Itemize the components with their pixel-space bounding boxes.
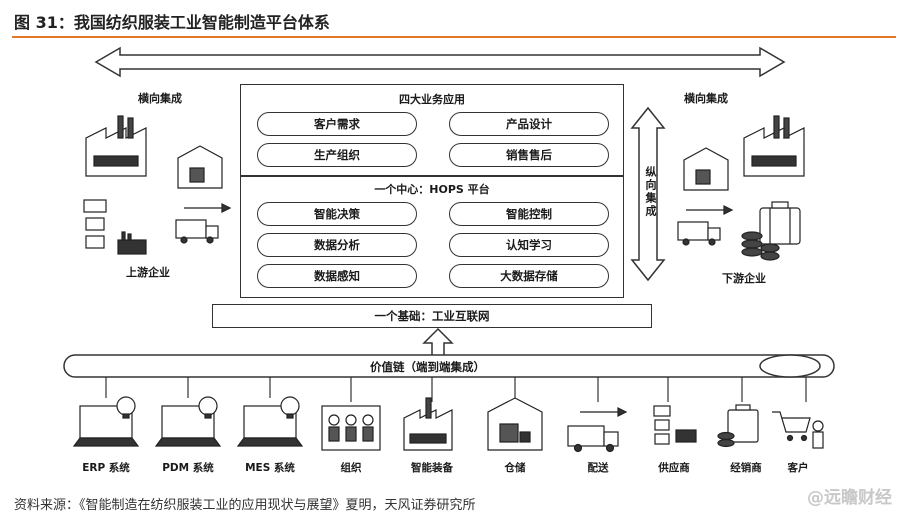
vertical-integration-label: 纵向集成 [644, 166, 657, 218]
value-chain-item-organization: 组织 [340, 462, 362, 474]
mes-computer-icon [236, 396, 304, 447]
watermark: @远瞻财经 [807, 488, 892, 508]
truck-icon [175, 203, 232, 244]
hops-intelligent-decision: 智能决策 [257, 202, 417, 226]
hops-platform-title: 一个中心：HOPS 平台 [374, 183, 490, 196]
app-product-design: 产品设计 [449, 112, 609, 136]
value-chain-banner [63, 354, 835, 378]
smart-equipment-factory-icon [403, 397, 453, 451]
value-chain-item-mes: MES 系统 [245, 462, 295, 474]
hops-platform-box: 一个中心：HOPS 平台 智能决策 智能控制 数据分析 认知学习 数据感知 大数… [240, 176, 624, 298]
value-chain-item-pdm: PDM 系统 [162, 462, 214, 474]
app-sales-after-service: 销售售后 [449, 143, 609, 167]
organization-people-icon [321, 405, 381, 451]
supplier-icon [653, 405, 697, 445]
value-chain-item-delivery: 配送 [587, 462, 609, 474]
downstream-enterprise-label: 下游企业 [722, 272, 766, 285]
small-factory-icon [117, 231, 147, 255]
coins-icon [741, 231, 780, 261]
value-chain-item-warehouse: 仓储 [504, 462, 526, 474]
value-chain-item-erp: ERP 系统 [82, 462, 130, 474]
hops-big-data-storage: 大数据存储 [449, 264, 609, 288]
value-chain-item-smart-equipment: 智能装备 [411, 462, 453, 474]
factory-icon [743, 115, 805, 177]
value-chain-item-supplier: 供应商 [658, 462, 690, 474]
factory-icon [85, 115, 147, 177]
vertical-integration-arrow [630, 106, 666, 282]
truck-icon [677, 205, 734, 246]
app-customer-demand: 客户需求 [257, 112, 417, 136]
warehouse-storage-icon [487, 397, 543, 451]
value-chain-item-dealer: 经销商 [730, 462, 762, 474]
up-arrow [422, 327, 454, 357]
title-rule [12, 36, 896, 38]
value-chain-item-customer: 客户 [787, 462, 809, 474]
hops-cognitive-learning: 认知学习 [449, 233, 609, 257]
app-production-organization: 生产组织 [257, 143, 417, 167]
business-applications-title: 四大业务应用 [399, 93, 465, 106]
horizontal-integration-arrow [94, 46, 786, 78]
hops-data-analysis: 数据分析 [257, 233, 417, 257]
erp-computer-icon [72, 396, 140, 447]
luggage-icon [759, 201, 801, 245]
hops-intelligent-control: 智能控制 [449, 202, 609, 226]
dealer-icon [717, 404, 759, 448]
industrial-internet-foundation: 一个基础：工业互联网 [212, 304, 652, 328]
warehouse-icon [683, 147, 729, 191]
horizontal-integration-right-label: 横向集成 [684, 92, 728, 105]
horizontal-integration-left-label: 横向集成 [138, 92, 182, 105]
figure-title: 图 31：我国纺织服装工业智能制造平台体系 [14, 13, 330, 32]
hops-data-sensing: 数据感知 [257, 264, 417, 288]
source-note: 资料来源：《智能制造在纺织服装工业的应用现状与展望》夏明，天风证券研究所 [14, 498, 476, 513]
customer-cart-icon [772, 411, 824, 449]
upstream-enterprise-label: 上游企业 [126, 266, 170, 279]
value-chain-label: 价值链（端到端集成） [370, 360, 485, 374]
business-applications-box: 四大业务应用 客户需求 产品设计 生产组织 销售售后 [240, 84, 624, 176]
warehouse-icon [177, 145, 223, 189]
delivery-truck-icon [567, 407, 628, 453]
pdm-computer-icon [154, 396, 222, 447]
storage-bins-icon [83, 199, 107, 249]
value-chain-connectors [105, 377, 807, 402]
